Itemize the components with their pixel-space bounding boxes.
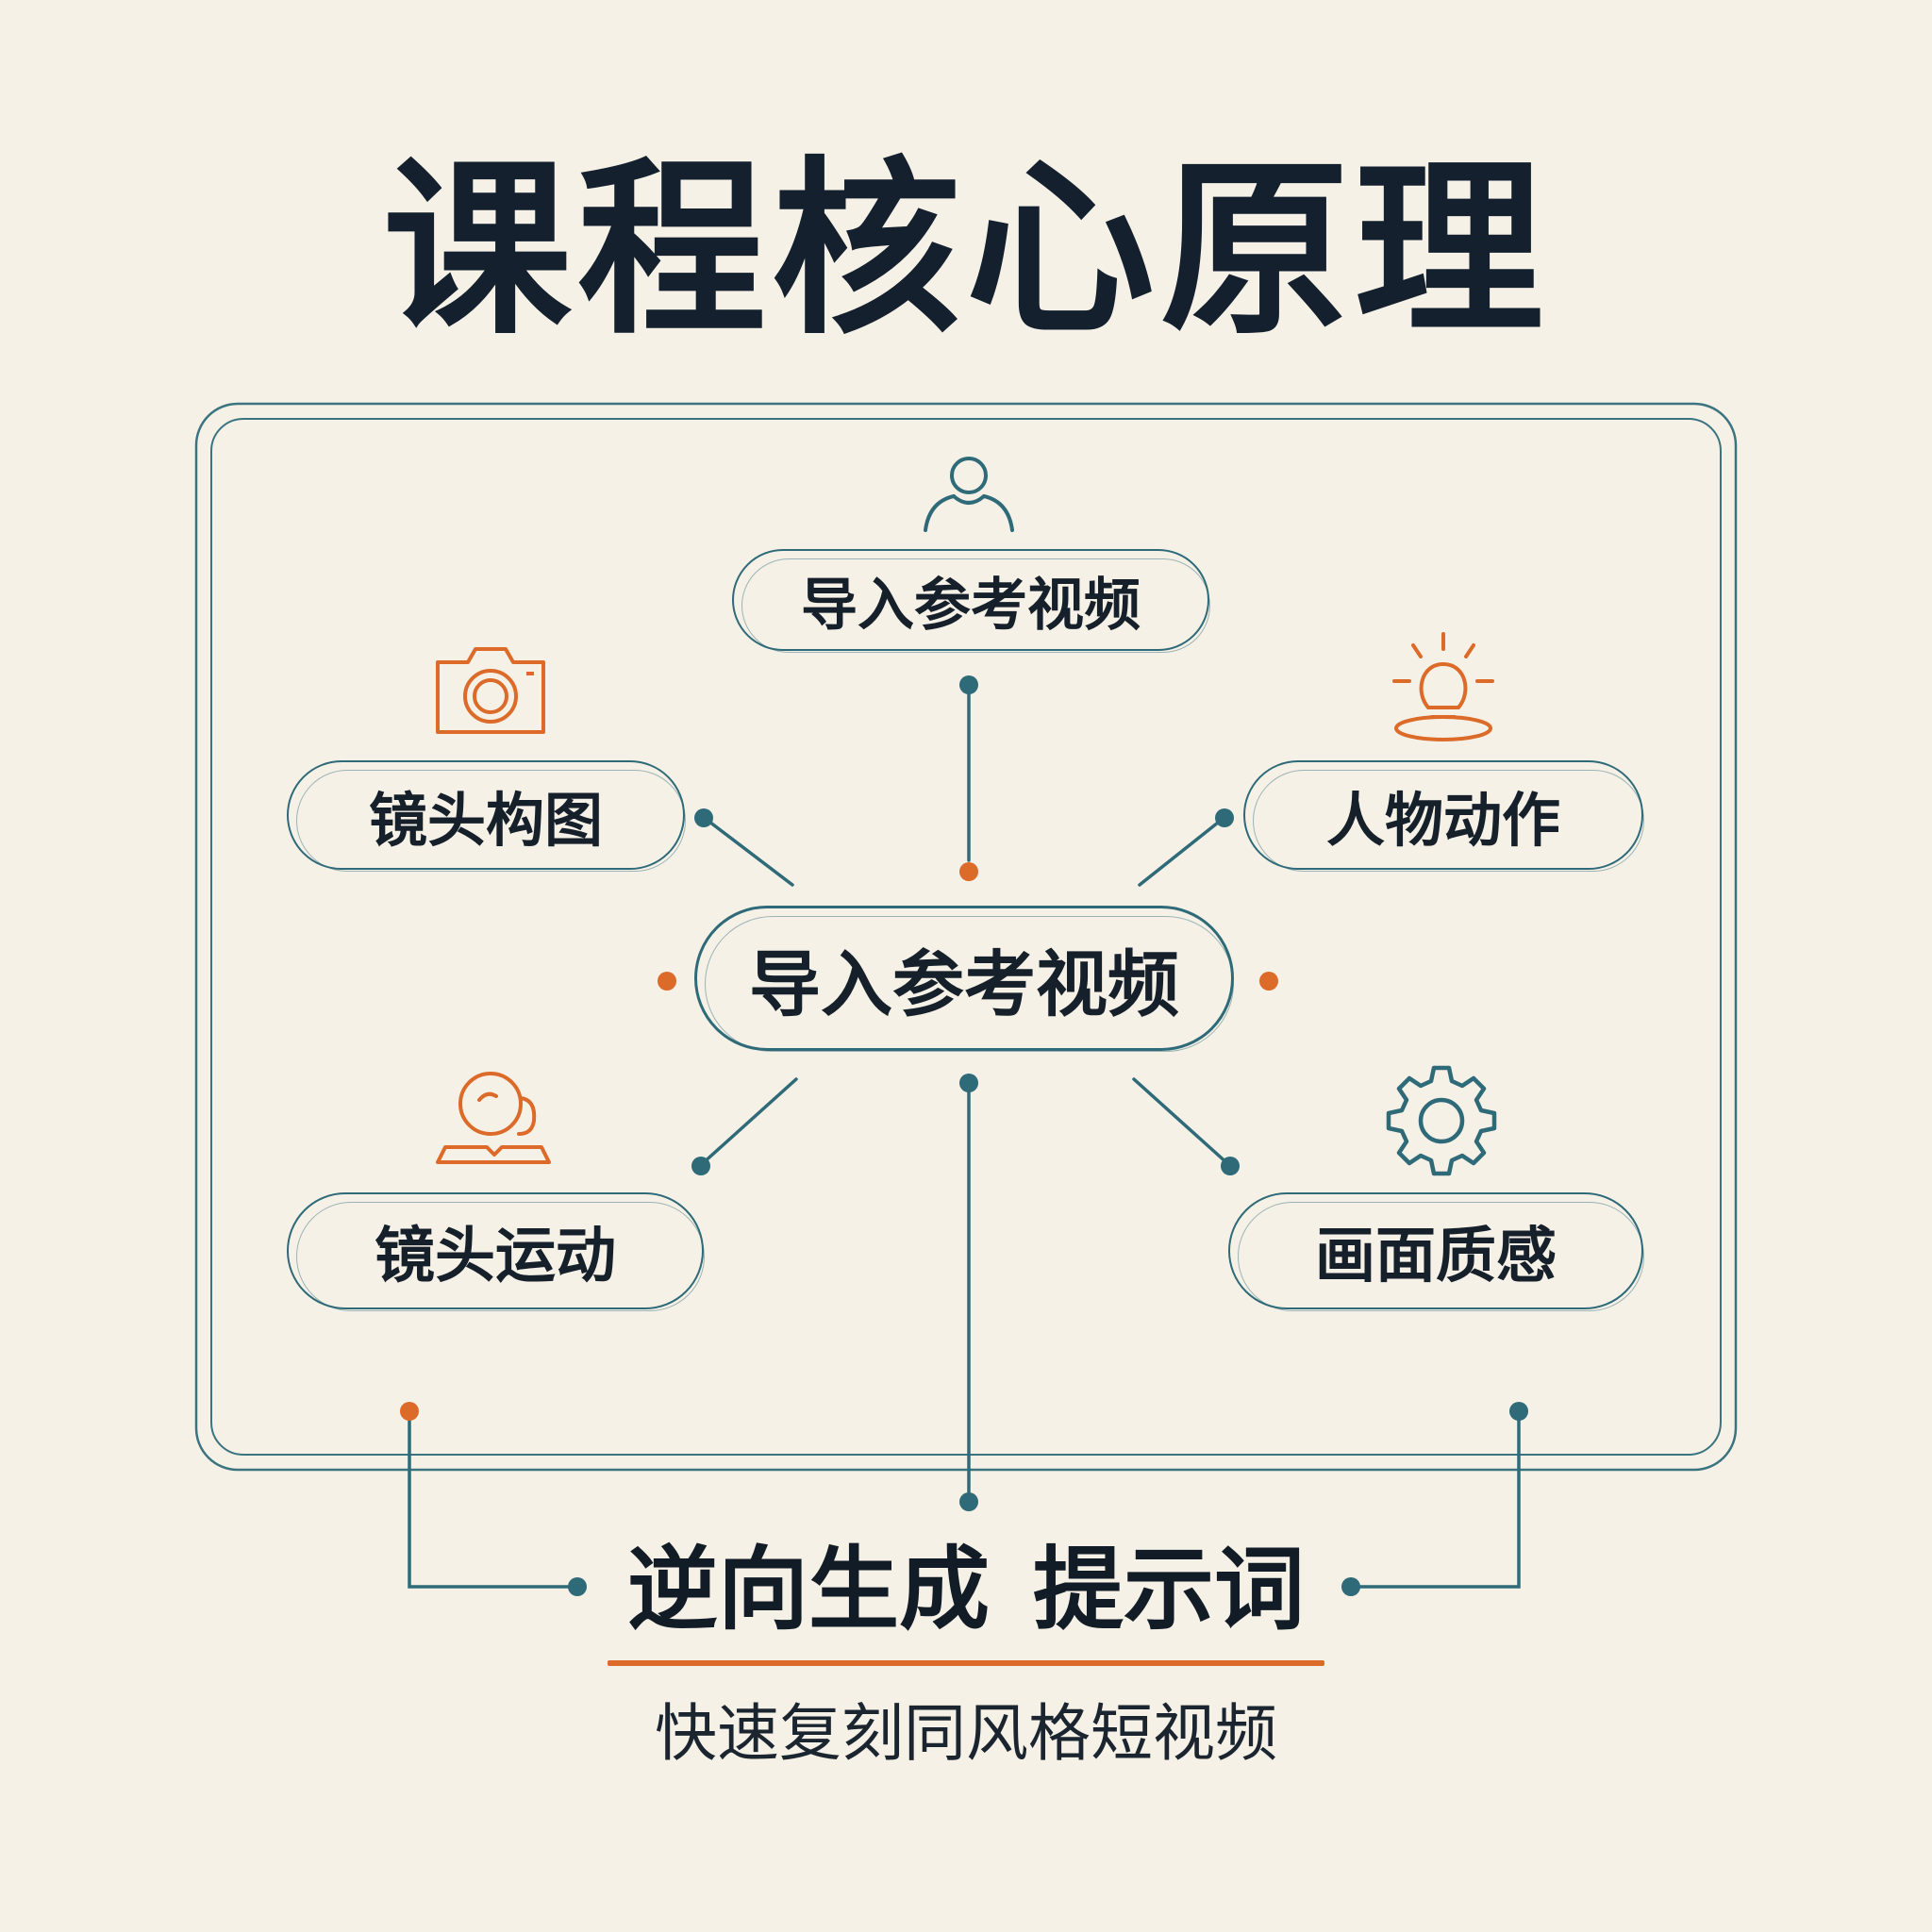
connector-bottom-right	[1132, 1077, 1230, 1166]
connector-bottom-left	[700, 1077, 798, 1166]
result-part2: 提示词	[1033, 1537, 1305, 1642]
inner-frame	[210, 418, 1722, 1456]
result-heading: 逆向生成提示词	[0, 1538, 1932, 1641]
dot-center-right	[1259, 972, 1278, 991]
page-title: 课程核心原理	[382, 139, 1549, 360]
node-top: 导入参考视频	[732, 549, 1210, 653]
node-center: 导入参考视频	[694, 906, 1234, 1052]
lightbulb-icon	[1392, 632, 1494, 741]
node-bottom-right: 画面质感	[1228, 1192, 1644, 1311]
gear-icon	[1386, 1065, 1497, 1176]
connector-left-elbow	[408, 1409, 579, 1589]
dot-center-left	[658, 972, 676, 991]
connector-right-elbow	[1349, 1409, 1521, 1589]
dot-left-result	[568, 1577, 587, 1596]
node-left: 镜头构图	[287, 760, 686, 872]
dot-top	[959, 675, 978, 694]
dot-center-down-end	[959, 1492, 978, 1511]
node-bottom-left: 镜头运动	[287, 1192, 705, 1311]
person-icon	[924, 457, 1014, 532]
dot-bottom-left	[691, 1157, 710, 1175]
result-underline	[608, 1660, 1324, 1666]
connector-left	[704, 817, 794, 887]
node-right: 人物动作	[1243, 760, 1644, 872]
dot-left-elbow-top	[400, 1402, 419, 1421]
dot-right-elbow-top	[1509, 1402, 1528, 1421]
dot-center-top	[959, 862, 978, 881]
connector-right	[1138, 817, 1224, 887]
dot-left	[694, 808, 713, 827]
result-part1: 逆向生成	[627, 1537, 990, 1642]
dot-center-bottom	[959, 1074, 978, 1092]
outer-frame	[194, 402, 1738, 1472]
dot-right-result	[1341, 1577, 1360, 1596]
camera-icon	[436, 647, 545, 734]
subtitle: 快速复刻同风格短视频	[655, 1697, 1277, 1770]
dot-right	[1215, 808, 1234, 827]
dot-bottom-right	[1221, 1157, 1240, 1175]
reading-person-icon	[436, 1072, 551, 1164]
